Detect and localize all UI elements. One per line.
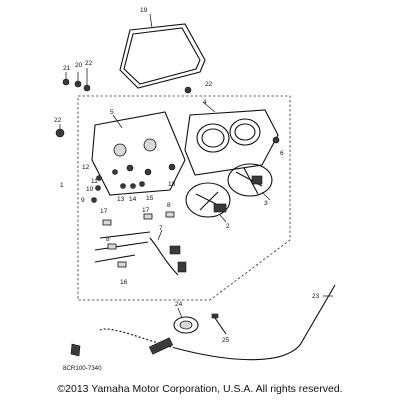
assembly-boundary — [77, 95, 291, 301]
copyright-notice: ©2013 Yamaha Motor Corporation, U.S.A. A… — [57, 383, 343, 395]
part-label-11: 11 — [91, 178, 98, 185]
part-label-25: 25 — [222, 337, 230, 344]
figure-code: 8CR100-7340 — [63, 365, 102, 372]
part-label-15: 15 — [146, 195, 154, 202]
bulb-sockets-part — [102, 211, 175, 268]
fasteners-part — [55, 68, 280, 203]
part-label-10: 10 — [86, 186, 94, 193]
small-clip-part — [70, 343, 81, 357]
bolt-part — [211, 313, 227, 335]
part-label-1: 1 — [60, 182, 64, 189]
part-label-4: 4 — [203, 99, 207, 106]
part-label-16: 16 — [120, 279, 128, 286]
part-label-2: 2 — [226, 223, 230, 230]
part-label-17b: 17 — [142, 207, 150, 214]
part-label-5: 5 — [110, 109, 114, 116]
part-label-13: 13 — [117, 196, 125, 203]
part-label-14: 14 — [129, 196, 137, 203]
part-label-7: 7 — [159, 225, 163, 232]
speedometer-part — [185, 182, 231, 223]
part-label-18: 18 — [168, 181, 176, 188]
part-label-8b: 8 — [106, 236, 110, 243]
part-label-23: 23 — [312, 293, 320, 300]
meter-case-part — [184, 101, 279, 176]
part-label-8a: 8 — [167, 202, 171, 209]
wiring-harness-part — [94, 229, 187, 276]
seal-ring-part — [119, 13, 206, 89]
part-label-9: 9 — [81, 197, 85, 204]
part-label-3: 3 — [264, 200, 268, 207]
speedometer-gear-part — [148, 307, 199, 355]
part-label-20: 20 — [75, 62, 83, 69]
part-label-6: 6 — [280, 150, 284, 157]
part-label-22b: 22 — [205, 81, 213, 88]
part-label-24: 24 — [175, 301, 183, 308]
part-label-22a: 22 — [85, 60, 93, 67]
part-label-12: 12 — [82, 164, 90, 171]
part-label-22c: 22 — [54, 117, 62, 124]
part-label-19: 19 — [140, 7, 148, 14]
part-label-21: 21 — [63, 65, 71, 72]
lower-housing-part — [91, 111, 186, 196]
tachometer-part — [227, 163, 273, 201]
part-label-17a: 17 — [100, 208, 108, 215]
